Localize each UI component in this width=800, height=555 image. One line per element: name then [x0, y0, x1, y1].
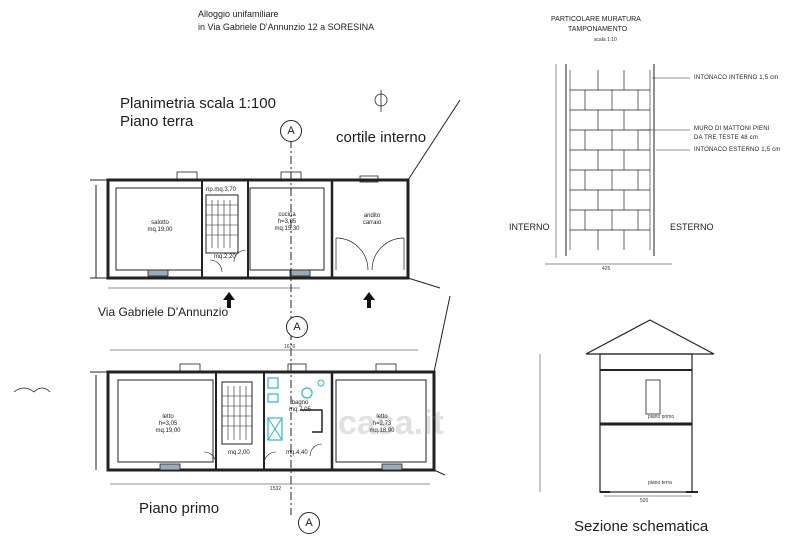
street-label: Via Gabriele D'Annunzio [98, 305, 229, 319]
schematic-section-drawing [539, 319, 715, 497]
watermark: casa.it [338, 404, 444, 442]
wall-detail-drawing [545, 64, 690, 265]
room-area: mq.7,05 [289, 407, 311, 413]
section-label-lower: piano terra [648, 480, 672, 486]
courtyard-label: cortile interno [336, 129, 427, 146]
section-title: Sezione schematica [574, 518, 709, 535]
scale-label: Planimetria scala 1:100 [120, 95, 276, 112]
room-area: mq.18,90 [369, 428, 395, 434]
room-cucina: cucina h=3,05 mq.15,30 [262, 212, 312, 233]
room-letto-2: letto h=2,73 mq.18,90 [362, 414, 402, 435]
exterior-label: ESTERNO [670, 222, 714, 232]
ground-floor-label: Piano terra [120, 113, 194, 130]
room-andito: andito carraio [354, 213, 390, 227]
wall-detail-title-2: TAMPONAMENTO [568, 26, 628, 33]
section-marker-a: A [280, 120, 302, 142]
title-line-1: Alloggio unifamiliare [198, 9, 279, 19]
wall-width-dim: 425 [602, 266, 611, 272]
layer-label: INTONACO ESTERNO 1,5 cm [694, 147, 781, 153]
room-name: mq.2,20 [214, 254, 236, 260]
room-name: salotto [151, 220, 169, 226]
room-height: h=3,05 [277, 219, 297, 225]
layer-label: MURO DI MATTONI PIENI [694, 126, 770, 132]
ground-floor-plan [90, 99, 461, 308]
overall-dim-top: 1676 [284, 344, 296, 350]
room-bagno: bagno mq.7,05 [282, 400, 318, 414]
first-floor-plan [90, 295, 451, 485]
room-name: letto [376, 414, 388, 420]
overall-dim-bottom: 1532 [270, 486, 282, 492]
room-disimpegno-2: mq.4,40 [286, 450, 308, 457]
room-scala: mq.2,20 [214, 254, 236, 261]
room-name: bagno [291, 400, 309, 406]
room-name: mq.4,40 [286, 450, 308, 456]
room-name: cucina [278, 212, 296, 218]
first-floor-label: Piano primo [139, 500, 220, 517]
section-marker-a: A [286, 316, 308, 338]
room-area: mq.19,00 [147, 227, 173, 233]
wall-detail-scale: scala 1:10 [594, 37, 617, 43]
room-salotto: salotto mq.19,00 [140, 220, 180, 234]
layer-label: DA TRE TESTE 48 cm [694, 135, 759, 141]
room-area: carraio [362, 220, 382, 226]
wall-detail-title-1: PARTICOLARE MURATURA [551, 16, 641, 23]
section-width-dim: 520 [640, 498, 649, 504]
interior-label: INTERNO [509, 222, 550, 232]
room-name: andito [363, 213, 381, 219]
section-marker-a: A [298, 512, 320, 534]
room-letto-1: letto h=3,05 mq.19,00 [148, 414, 188, 435]
room-name: mq.2,00 [228, 450, 250, 456]
room-area: mq.19,00 [155, 428, 181, 434]
room-height: h=3,05 [158, 421, 178, 427]
title-line-2: in Via Gabriele D'Annunzio 12 a SORESINA [198, 22, 375, 32]
room-height: h=2,73 [372, 421, 392, 427]
room-disimpegno-1: mq.2,00 [228, 450, 250, 457]
room-name: rip.mq.3,70 [206, 187, 237, 193]
layer-label: INTONACO INTERNO 1,5 cm [694, 75, 779, 81]
room-ripostiglio: rip.mq.3,70 [206, 187, 236, 194]
room-area: mq.15,30 [274, 226, 300, 232]
room-name: letto [162, 414, 174, 420]
section-label-upper: piano primo [648, 414, 675, 420]
